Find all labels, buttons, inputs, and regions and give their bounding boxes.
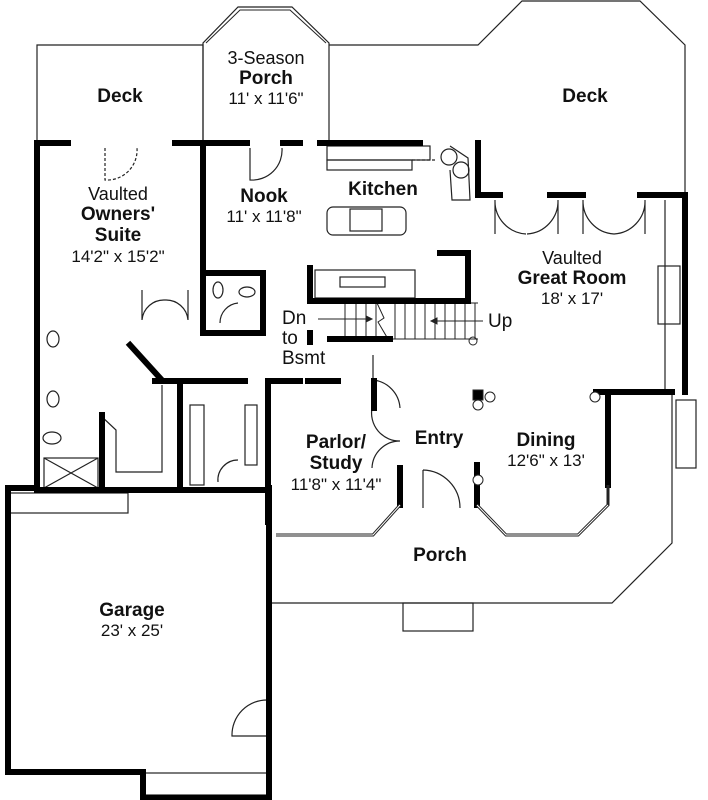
room-name-line1: Owners': [80, 204, 156, 226]
room-name-line2: Suite: [94, 225, 142, 247]
room-name: Dining: [516, 430, 576, 451]
room-label-garage: Garage 23' x 25': [99, 600, 164, 640]
porch-front-outline: [267, 392, 673, 604]
room-name: Porch: [413, 545, 467, 566]
room-prefix: 3-Season: [227, 48, 305, 68]
room-name-line2: Study: [309, 453, 363, 475]
stairs-down-line1: Dn: [282, 308, 307, 329]
room-label-owners-suite: Vaulted Owners' Suite 14'2" x 15'2": [71, 184, 164, 266]
room-dims: 11'8" x 11'4": [290, 474, 382, 494]
room-dims: 23' x 25': [100, 621, 164, 641]
room-name-line1: Parlor/: [305, 432, 367, 453]
room-dims: 11' x 11'6": [228, 89, 304, 109]
deck-right-outline: [329, 0, 686, 196]
room-label-parlor-study: Parlor/ Study 11'8" x 11'4": [291, 432, 382, 494]
stairs-up-label: Up: [488, 312, 512, 332]
room-name: Deck: [97, 86, 143, 107]
room-prefix: Vaulted: [542, 248, 602, 268]
room-dims: 11' x 11'8": [226, 207, 302, 227]
room-name: Deck: [562, 86, 608, 107]
stairs-up-text: Up: [488, 311, 513, 332]
room-label-porch-3season: 3-Season Porch 11' x 11'6": [227, 48, 304, 108]
room-name: Great Room: [517, 268, 627, 290]
room-name: Nook: [240, 186, 288, 207]
porch-3season-outline: [202, 6, 330, 140]
room-prefix: Vaulted: [88, 184, 148, 204]
room-label-entry: Entry: [415, 428, 464, 449]
room-label-great-room: Vaulted Great Room 18' x 17': [518, 248, 627, 308]
room-label-deck-right: Deck: [562, 86, 607, 107]
room-name: Entry: [414, 428, 464, 449]
stairs-down-label: Dn to Bsmt: [282, 309, 325, 369]
stairs-down-line2: to: [282, 327, 298, 349]
room-name: Kitchen: [348, 179, 418, 200]
room-label-kitchen: Kitchen: [348, 179, 418, 200]
room-label-dining: Dining 12'6" x 13': [507, 430, 585, 470]
room-name: Garage: [99, 600, 165, 621]
stairs-down-line3: Bsmt: [282, 347, 326, 369]
room-label-deck-left: Deck: [97, 86, 142, 107]
room-dims: 12'6" x 13': [507, 451, 585, 471]
room-dims: 18' x 17': [540, 289, 604, 309]
room-name: Porch: [239, 68, 293, 90]
room-dims: 14'2" x 15'2": [71, 246, 165, 266]
room-label-porch-front: Porch: [413, 545, 467, 566]
room-label-nook: Nook 11' x 11'8": [226, 186, 301, 226]
